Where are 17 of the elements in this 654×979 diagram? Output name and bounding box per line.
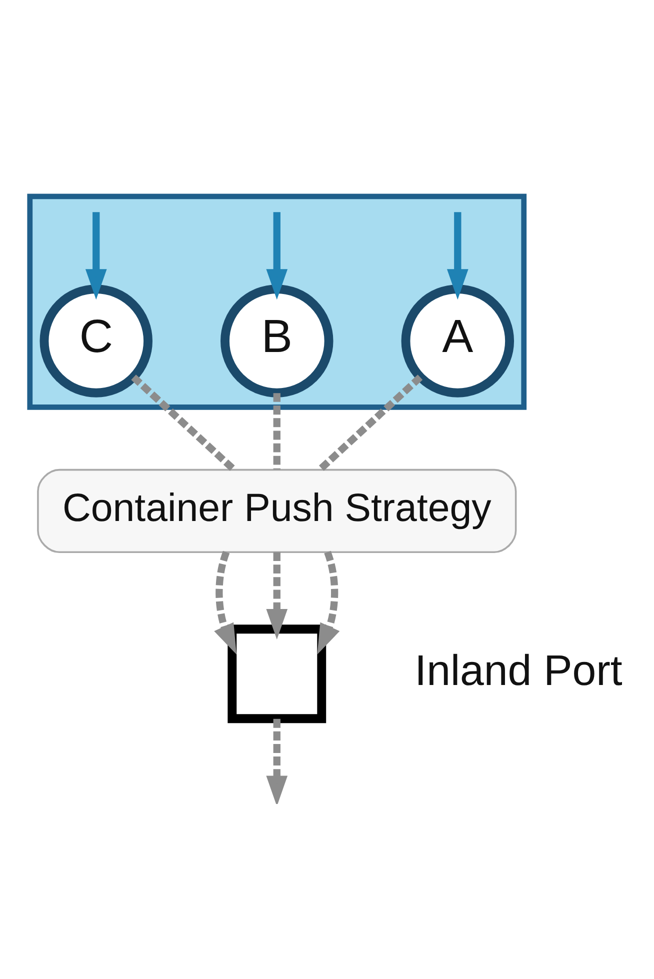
arrow	[266, 718, 288, 804]
arrow	[266, 552, 288, 640]
arrow	[266, 212, 288, 300]
cluster	[27, 194, 527, 410]
connector	[273, 393, 280, 470]
node-box	[228, 624, 326, 724]
node-circle: A	[401, 284, 514, 398]
arrow	[85, 212, 107, 300]
node-circle: B	[220, 284, 334, 398]
connector	[131, 374, 236, 472]
node-label: Inland Port	[414, 646, 622, 695]
connector	[318, 374, 423, 472]
arrow	[446, 212, 468, 300]
node-circle: C	[40, 284, 152, 398]
arrow	[317, 550, 340, 654]
arrow	[214, 550, 237, 654]
node-box: Container Push Strategy	[37, 468, 517, 554]
